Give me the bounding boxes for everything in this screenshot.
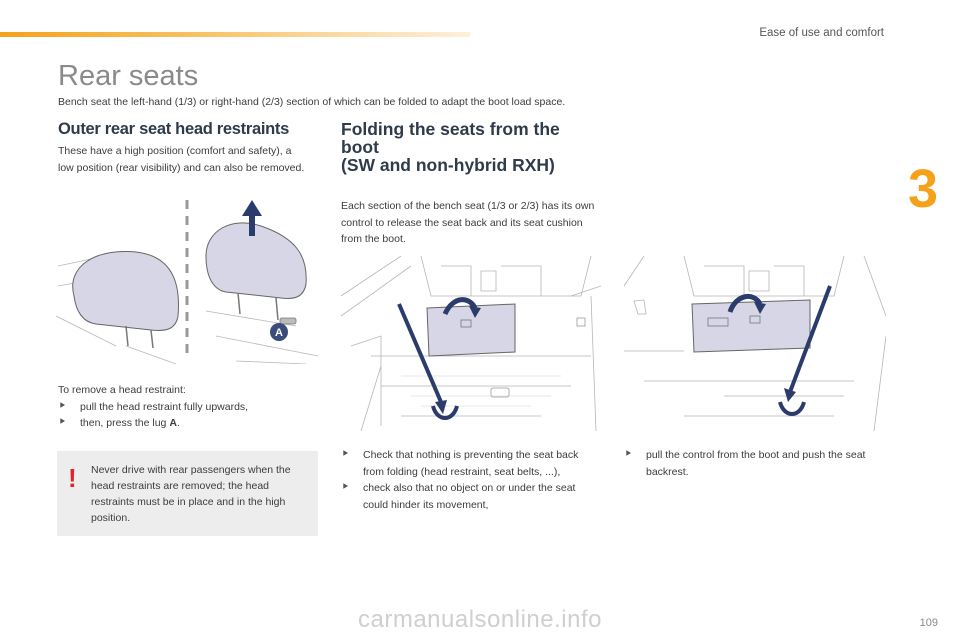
- lug-label: A: [169, 417, 177, 429]
- list-item: ⯈ then, press the lug A.: [58, 415, 318, 432]
- remove-instructions: To remove a head restraint: ⯈ pull the h…: [58, 382, 318, 432]
- folding-heading-line1: Folding the seats from the: [341, 119, 560, 139]
- boot-left-illustration: [341, 256, 601, 431]
- warning-text: Never drive with rear passengers when th…: [91, 464, 291, 524]
- list-item: ⯈ check also that no object on or under …: [341, 480, 601, 513]
- warning-icon: !: [68, 463, 77, 493]
- folding-heading-line2: boot: [341, 137, 379, 157]
- folding-step-2: check also that no object on or under th…: [363, 482, 576, 511]
- outer-headrest-heading: Outer rear seat head restraints: [58, 120, 289, 138]
- watermark: carmanualsonline.info: [358, 606, 602, 633]
- folding-heading-line3: (SW and non-hybrid RXH): [341, 155, 555, 175]
- list-item: ⯈ Check that nothing is preventing the s…: [341, 447, 601, 480]
- bullet-marker-icon: ⯈: [624, 449, 632, 460]
- figure-label-a: A: [275, 327, 283, 339]
- remove-intro: To remove a head restraint:: [58, 384, 186, 396]
- page-title: Rear seats: [58, 60, 199, 92]
- outer-headrest-description: These have a high position (comfort and …: [58, 145, 305, 174]
- section-name: Ease of use and comfort: [759, 27, 884, 39]
- folding-steps-right: ⯈ pull the control from the boot and pus…: [624, 447, 886, 480]
- list-item: ⯈ pull the head restraint fully upwards,: [58, 399, 318, 416]
- bullet-marker-icon: ⯈: [58, 417, 66, 428]
- bullet-marker-icon: ⯈: [341, 449, 349, 460]
- folding-heading: Folding the seats from the boot (SW and …: [341, 120, 601, 174]
- folding-steps-left: ⯈ Check that nothing is preventing the s…: [341, 447, 601, 513]
- page-number: 109: [919, 617, 938, 629]
- remove-step-2: then, press the lug: [80, 417, 170, 429]
- folding-description: Each section of the bench seat (1/3 or 2…: [341, 200, 595, 245]
- chapter-number: 3: [907, 159, 938, 219]
- intro-text: Bench seat the left-hand (1/3) or right-…: [58, 96, 566, 108]
- folding-step-3: pull the control from the boot and push …: [646, 449, 866, 478]
- remove-step-1: pull the head restraint fully upwards,: [80, 400, 249, 413]
- header-accent-bar: [0, 32, 470, 37]
- headrest-illustration: A: [56, 200, 318, 364]
- list-item: ⯈ pull the control from the boot and pus…: [624, 447, 886, 480]
- step-end: .: [176, 417, 180, 429]
- warning-box: ! Never drive with rear passengers when …: [57, 451, 318, 536]
- folding-step-1: Check that nothing is preventing the sea…: [363, 449, 579, 478]
- bullet-marker-icon: ⯈: [58, 400, 66, 412]
- boot-right-illustration: [624, 256, 886, 431]
- bullet-marker-icon: ⯈: [341, 482, 349, 493]
